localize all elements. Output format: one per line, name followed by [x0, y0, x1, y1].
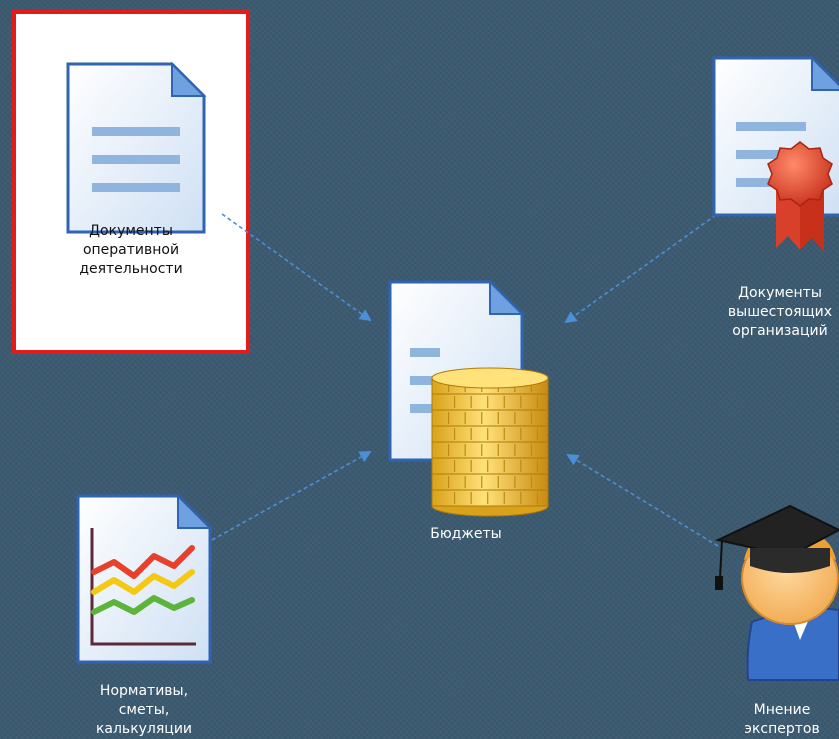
operational-docs-label: Документы оперативной деятельности: [79, 223, 183, 277]
budgets-label: Бюджеты: [430, 526, 502, 542]
certificate-icon: [712, 55, 839, 252]
experts-label: Мнение экспертов: [744, 702, 820, 737]
arrow-norms-to-budgets: [211, 451, 372, 541]
coin: [431, 441, 549, 459]
document-icon: [66, 61, 207, 234]
coin: [431, 457, 549, 475]
coin: [431, 489, 549, 507]
connectors: [211, 213, 719, 547]
line-chart-document-icon: [76, 493, 213, 664]
arrow-experts-to-budgets: [566, 453, 719, 547]
coin-top: [431, 367, 549, 389]
arrow-superior-to-budgets: [564, 214, 717, 324]
coin-stack: [431, 367, 549, 517]
coin: [431, 393, 549, 411]
superior-orgs-docs-label: Документы вышестоящих организаций: [727, 285, 833, 339]
graduate-person-icon: [714, 504, 839, 681]
coin: [431, 425, 549, 443]
coin: [431, 473, 549, 491]
coins-document-icon: [388, 279, 549, 517]
arrow-operational-to-budgets: [221, 213, 372, 322]
coin: [431, 409, 549, 427]
norms-label: Нормативы, сметы, калькуляции: [95, 683, 193, 737]
